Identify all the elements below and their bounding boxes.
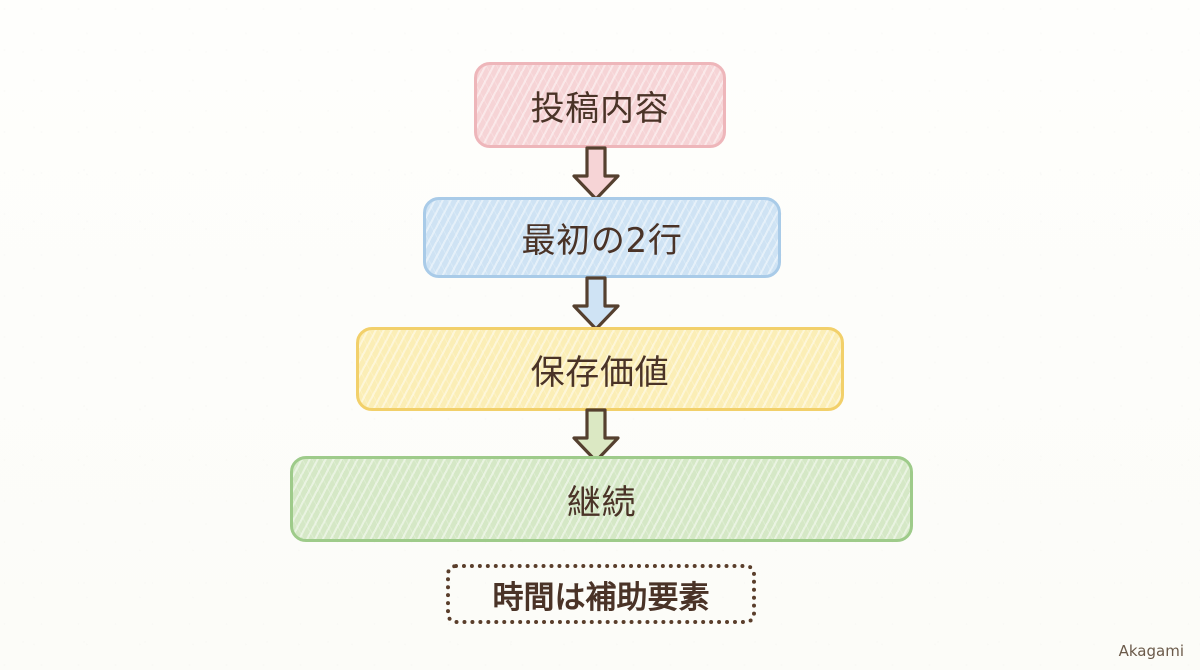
down-arrow-icon: [572, 276, 620, 331]
flow-node-continue-label: 継続: [566, 482, 637, 523]
flow-node-save-value: 保存価値: [356, 327, 844, 411]
flow-node-post-label: 投稿内容: [530, 88, 670, 129]
watermark-label: Akagami: [1118, 642, 1184, 660]
flow-node-save-value-label: 保存価値: [530, 352, 670, 393]
flow-node-post: 投稿内容: [474, 62, 726, 148]
flow-node-first-two-lines-label: 最初の2行: [521, 221, 683, 261]
down-arrow-icon: [572, 146, 620, 201]
flow-footnote-time-label: 時間は補助要素: [492, 579, 710, 616]
flow-node-continue: 継続: [290, 456, 913, 542]
flow-footnote-time: 時間は補助要素: [446, 564, 756, 624]
flow-node-first-two-lines: 最初の2行: [423, 197, 781, 278]
